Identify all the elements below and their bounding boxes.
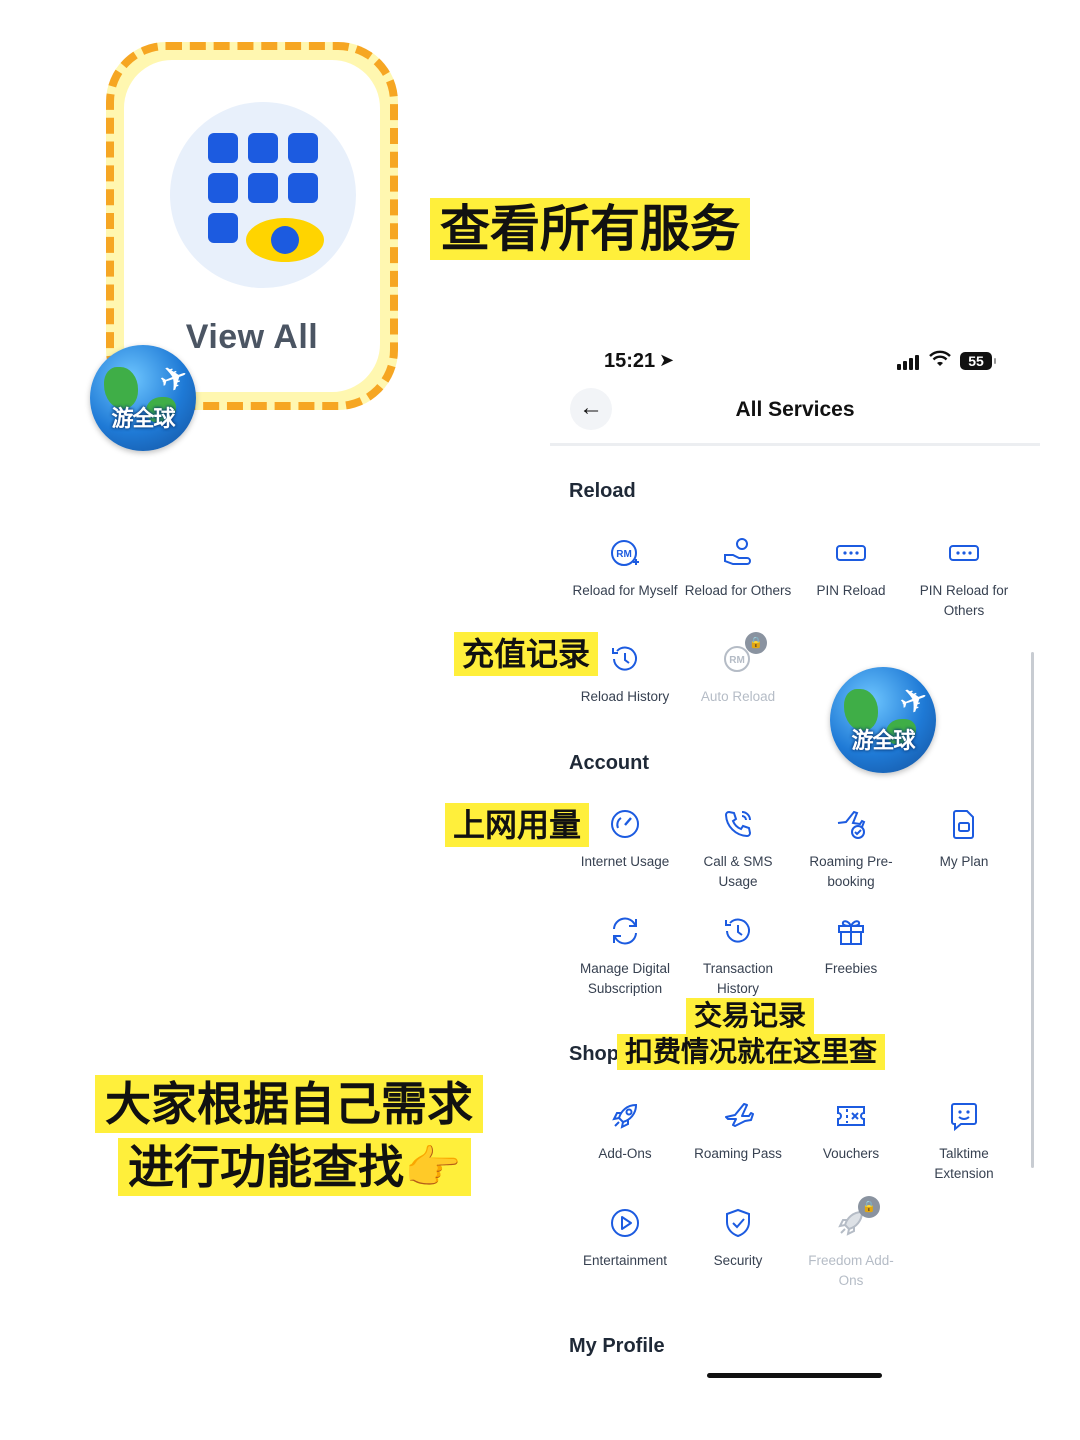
service-pin-reload-for-others[interactable]: PIN Reload for Others <box>909 536 1019 621</box>
cellular-signal-icon <box>897 354 923 370</box>
page-title: All Services <box>735 398 855 421</box>
service-auto-reload[interactable]: RM 🔒 Auto Reload <box>683 632 793 707</box>
rocket-icon <box>608 1100 642 1134</box>
gift-icon <box>834 915 868 949</box>
caption-transaction-record: 交易记录 <box>686 998 815 1034</box>
location-arrow-icon: ➤ <box>659 350 675 370</box>
service-internet-usage[interactable]: Internet Usage <box>570 807 680 872</box>
ticket-icon <box>834 1100 868 1134</box>
service-pin-reload[interactable]: PIN Reload <box>796 536 906 601</box>
wifi-icon <box>929 350 951 374</box>
caption-view-all-services: 查看所有服务 <box>430 198 750 260</box>
service-call-sms-usage[interactable]: Call & SMS Usage <box>683 807 793 892</box>
caption-hint-line2: 进行功能查找👉 <box>118 1138 472 1196</box>
section-title-shop: Shop <box>569 1043 619 1065</box>
service-vouchers[interactable]: Vouchers <box>796 1099 906 1164</box>
play-icon <box>608 1207 642 1241</box>
service-entertainment[interactable]: Entertainment <box>570 1206 680 1271</box>
caption-internet-usage: 上网用量 <box>445 803 590 847</box>
history-icon <box>608 643 642 677</box>
plane-icon <box>721 1100 755 1134</box>
service-reload-history[interactable]: Reload History <box>570 642 680 707</box>
view-all-icon <box>170 102 356 288</box>
service-add-ons[interactable]: Add-Ons <box>570 1099 680 1164</box>
service-reload-for-others[interactable]: Reload for Others <box>683 536 793 601</box>
service-roaming-pre-booking[interactable]: Roaming Pre-booking <box>796 807 906 892</box>
history-icon <box>721 915 755 949</box>
caption-deduction-details: 扣费情况就在这里查 <box>617 1034 886 1070</box>
phone-icon <box>721 808 755 842</box>
globe-logo: ✈ 游全球 <box>830 667 936 773</box>
eye-icon <box>246 218 324 262</box>
scrollbar[interactable] <box>1031 652 1034 1168</box>
service-manage-digital-subscription[interactable]: Manage Digital Subscription <box>570 914 680 999</box>
service-talktime-extension[interactable]: Talktime Extension <box>909 1099 1019 1184</box>
back-button[interactable]: ← <box>570 388 612 430</box>
section-title-my-profile: My Profile <box>569 1335 665 1357</box>
reload-rm-icon: RM <box>608 537 642 571</box>
view-all-label: View All <box>185 318 319 356</box>
section-title-account: Account <box>569 752 649 774</box>
svg-text:RM: RM <box>729 655 745 666</box>
pin-icon <box>947 537 981 571</box>
pin-icon <box>834 537 868 571</box>
view-all-tile[interactable]: View All <box>124 60 380 392</box>
service-security[interactable]: Security <box>683 1206 793 1271</box>
service-freedom-add-ons[interactable]: 🔒 Freedom Add-Ons <box>796 1196 906 1291</box>
plane-check-icon <box>834 808 868 842</box>
service-roaming-pass[interactable]: Roaming Pass <box>683 1099 793 1164</box>
service-freebies[interactable]: Freebies <box>796 914 906 979</box>
header-divider <box>550 443 1040 446</box>
chat-smile-icon <box>947 1100 981 1134</box>
battery-icon: 55 <box>960 352 996 370</box>
rocket-icon <box>834 1207 868 1241</box>
lock-icon: 🔒 <box>858 1196 880 1218</box>
lock-icon: 🔒 <box>745 632 767 654</box>
svg-text:RM: RM <box>616 549 632 560</box>
refresh-icon <box>608 915 642 949</box>
service-transaction-history[interactable]: Transaction History <box>683 914 793 999</box>
home-indicator <box>707 1373 882 1378</box>
status-time: 15:21 <box>604 350 656 372</box>
gauge-icon <box>608 808 642 842</box>
caption-reload-record: 充值记录 <box>454 632 599 676</box>
reload-others-icon <box>721 537 755 571</box>
service-my-plan[interactable]: My Plan <box>909 807 1019 872</box>
caption-hint-line1: 大家根据自己需求 <box>95 1075 483 1133</box>
sim-icon <box>947 808 981 842</box>
view-all-zoom-card: View All <box>106 42 398 410</box>
airplane-icon: ✈ <box>893 678 934 724</box>
service-reload-for-myself[interactable]: RM Reload for Myself <box>570 536 680 601</box>
globe-logo: ✈ 游全球 <box>90 345 196 451</box>
auto-reload-icon: RM <box>721 643 755 677</box>
section-title-reload: Reload <box>569 480 636 502</box>
arrow-left-icon: ← <box>579 394 603 421</box>
shield-check-icon <box>721 1207 755 1241</box>
